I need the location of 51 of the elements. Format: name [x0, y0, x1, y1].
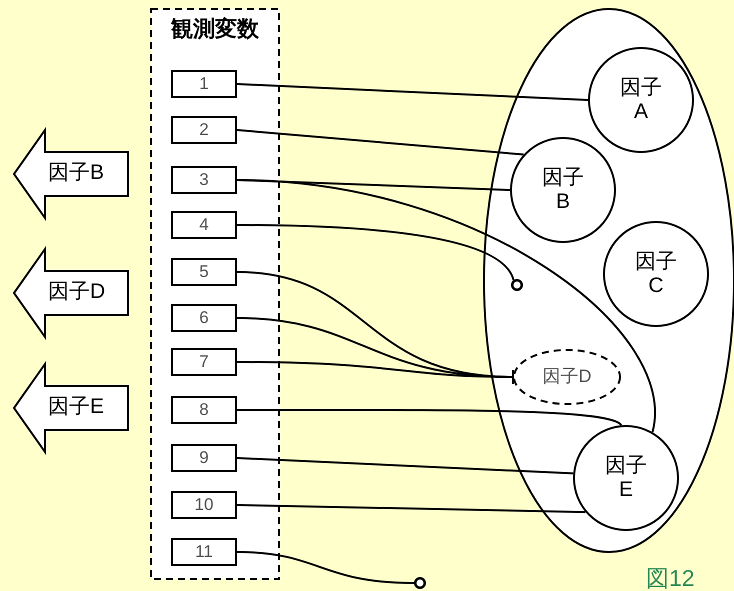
connector-line [236, 504, 586, 514]
arrow-label: 因子E [48, 395, 104, 420]
box-number: 11 [194, 542, 214, 562]
factor-circle [603, 221, 709, 327]
variable-box [171, 211, 237, 239]
arrow-label: 因子D [48, 280, 106, 304]
variable-box [171, 304, 237, 332]
box-number: 9 [198, 448, 210, 468]
factor-label: 因子D [542, 366, 592, 387]
factor-label: 因子A [619, 76, 663, 124]
box-number: 5 [198, 262, 210, 282]
end-circle [414, 577, 426, 589]
box-number: 2 [198, 120, 210, 140]
dashed-group-box [150, 8, 280, 580]
caption: 図12 [646, 564, 695, 591]
factor-circle [573, 425, 679, 531]
connector-line [236, 129, 524, 156]
box-number: 7 [198, 352, 210, 372]
arrow-shaped-box [14, 130, 128, 218]
variable-box [171, 538, 237, 566]
box-number: 6 [198, 308, 210, 328]
variable-box [171, 166, 237, 194]
variable-box [171, 491, 237, 519]
variable-box [171, 444, 237, 472]
heading: 観測変数 [170, 16, 260, 42]
dashed-ellipse [513, 349, 621, 405]
arrow-shaped-box [14, 249, 128, 337]
variable-box [171, 116, 237, 144]
box-number: 3 [198, 170, 210, 190]
connector-line [236, 83, 588, 101]
arrow-label: 因子B [48, 161, 104, 186]
connector-line [236, 551, 414, 584]
connector-line [237, 408, 622, 426]
variable-box [171, 258, 237, 286]
connector-line [236, 457, 574, 474]
factor-label: 因子E [604, 454, 648, 502]
factor-label: 因子C [634, 250, 678, 298]
variable-box [171, 70, 237, 98]
factor-circle [510, 137, 616, 243]
variable-box [171, 396, 237, 424]
factor-circle [588, 47, 694, 153]
box-number: 10 [194, 495, 214, 515]
arrow-shaped-box [14, 364, 128, 452]
box-number: 4 [198, 215, 210, 235]
factor-label: 因子B [541, 166, 585, 214]
end-circle [511, 279, 523, 291]
connector-line [237, 224, 514, 280]
variable-box [171, 348, 237, 376]
connector-line [236, 179, 656, 432]
box-number: 1 [198, 74, 210, 94]
box-number: 8 [198, 400, 210, 420]
